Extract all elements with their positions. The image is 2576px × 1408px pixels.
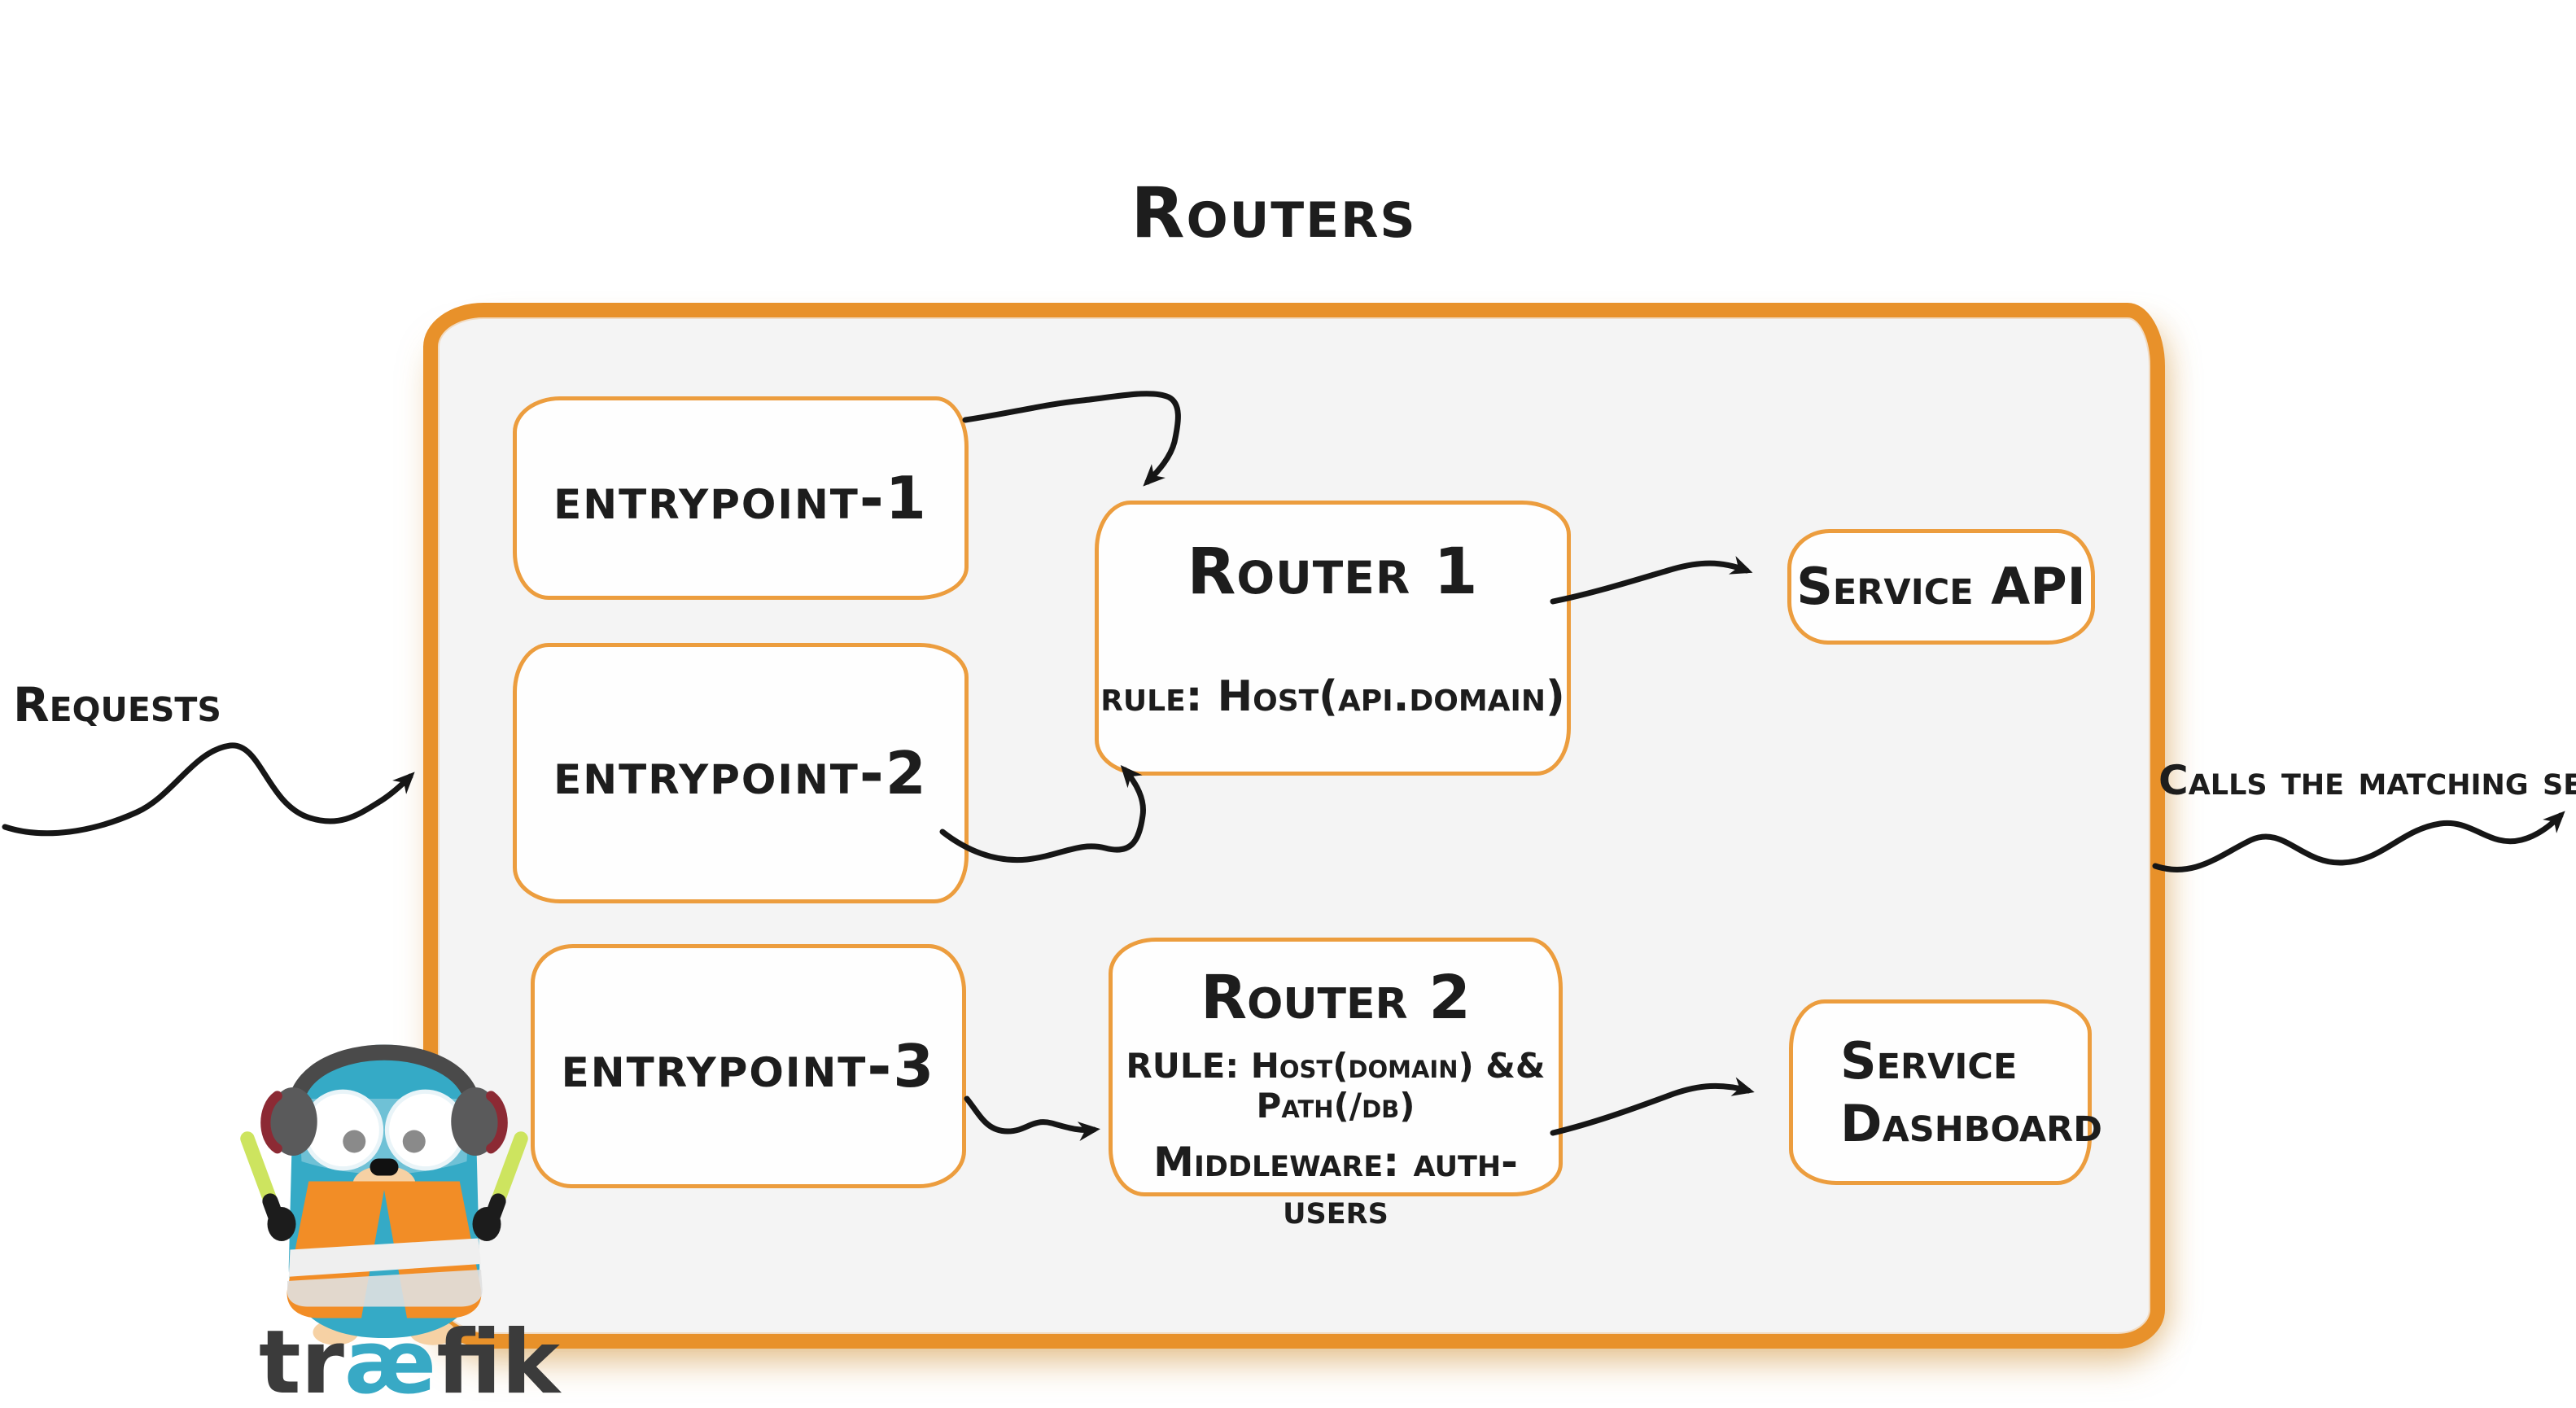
right-hand (472, 1207, 501, 1241)
wordmark-tr: tr (259, 1312, 344, 1408)
entrypoint-1-box: entrypoint-1 (513, 396, 969, 600)
router-2-middleware: Middleware: auth-users (1153, 1139, 1518, 1233)
entrypoint-1-label: entrypoint-1 (553, 464, 928, 532)
page-title: Routers (1131, 173, 1417, 254)
router-2-rule: RULE: Host(domain) && Path(/db) (1126, 1046, 1546, 1126)
traefik-gopher-mascot-icon (240, 1044, 528, 1345)
left-hand (267, 1207, 296, 1241)
router-1-rule: rule: Host(api.domain) (1100, 672, 1565, 721)
entrypoint-2-box: entrypoint-2 (513, 643, 969, 903)
service-dashboard-box: Service Dashboard (1789, 999, 2102, 1185)
entrypoint-2-label: entrypoint-2 (553, 739, 928, 807)
nose (370, 1158, 399, 1176)
entrypoint-3-label: entrypoint-3 (561, 1032, 936, 1100)
headphones-band (287, 1044, 481, 1110)
requests-label: Requests (13, 677, 221, 732)
service-api-label: Service API (1796, 557, 2086, 617)
wordmark-fik: fik (436, 1312, 560, 1408)
right-pupil (402, 1130, 426, 1153)
wordmark-ae: æ (343, 1312, 437, 1408)
left-earcup (260, 1087, 317, 1156)
service-dashboard-label-line2: Dashboard (1840, 1094, 2102, 1153)
router-2-box: Router 2 RULE: Host(domain) && Path(/db)… (1109, 938, 1563, 1233)
calls-server-arrow (2152, 811, 2565, 872)
right-earcup (451, 1087, 508, 1156)
calls-the-matching-server-label: Calls the matching server (2158, 757, 2576, 804)
service-api-box: Service API (1787, 529, 2095, 645)
router-1-title: Router 1 (1187, 536, 1479, 609)
requests-arrow (2, 742, 415, 837)
service-dashboard-label-line1: Service (1840, 1030, 2018, 1091)
entrypoint-3-box: entrypoint-3 (531, 944, 966, 1188)
traefik-wordmark: træfik (259, 1312, 560, 1408)
left-pupil (343, 1130, 366, 1153)
router-1-box: Router 1 rule: Host(api.domain) (1095, 501, 1571, 776)
safety-vest (286, 1181, 483, 1318)
router-2-title: Router 2 (1201, 963, 1471, 1033)
